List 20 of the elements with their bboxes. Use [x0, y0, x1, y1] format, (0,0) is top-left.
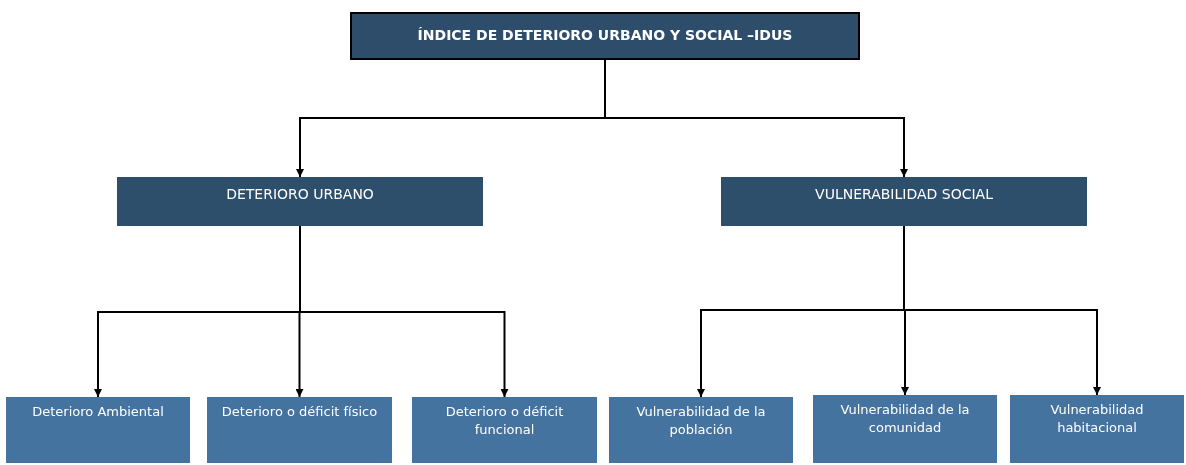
indicator-box — [412, 397, 597, 463]
indicator-box — [813, 395, 997, 463]
node-label: Deterioro o déficit funcional — [444, 403, 565, 439]
node-label: ÍNDICE DE DETERIORO URBANO Y SOCIAL –IDUS — [416, 26, 794, 45]
indicator-box — [609, 397, 793, 463]
node-label: Vulnerabilidad de la población — [635, 403, 767, 439]
node-label: VULNERABILIDAD SOCIAL — [814, 185, 994, 204]
indicator-box — [1010, 395, 1184, 463]
node-label: Deterioro o déficit físico — [220, 403, 379, 421]
connector-arrow — [299, 225, 509, 398]
indicator-box — [207, 397, 392, 463]
node-label: Vulnerabilidad de la comunidad — [839, 401, 971, 437]
category-box — [117, 177, 483, 226]
node-label: Deterioro Ambiental — [31, 403, 165, 421]
node-label: DETERIORO URBANO — [225, 185, 375, 204]
title-box — [350, 12, 860, 60]
indicator-box — [6, 397, 190, 463]
category-box — [721, 177, 1087, 226]
node-label: Vulnerabilidad habitacional — [1049, 401, 1145, 437]
connector-arrow — [903, 225, 1101, 396]
